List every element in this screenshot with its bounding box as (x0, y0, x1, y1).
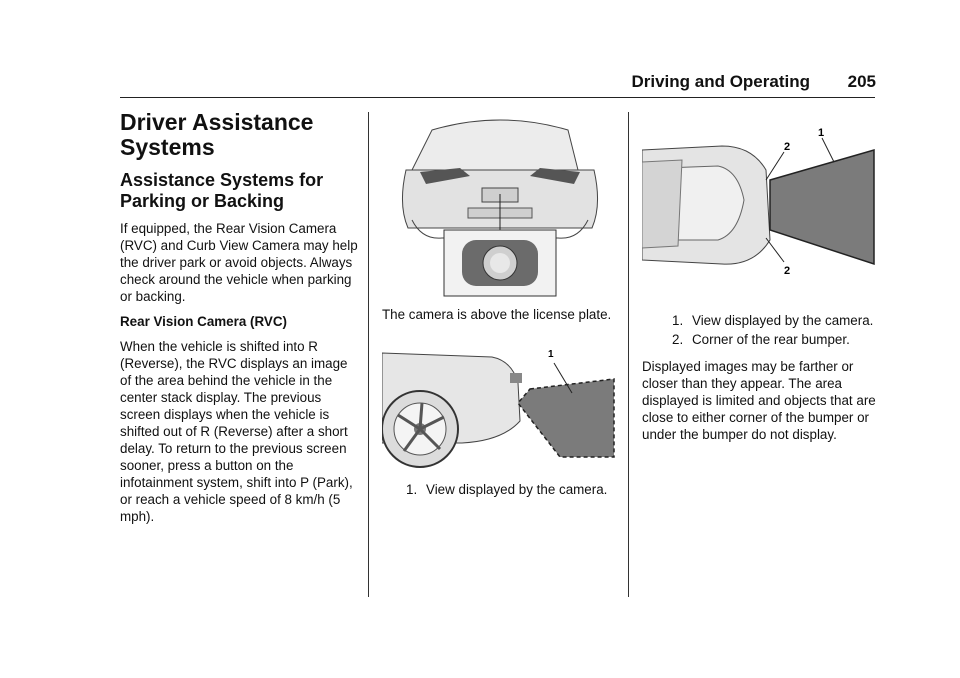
caption-text: Corner of the rear bumper. (692, 332, 850, 347)
callout-1: 1 (818, 127, 824, 139)
page-number: 205 (847, 72, 876, 91)
callout-1: 1 (548, 349, 554, 360)
rear-camera-illustration (402, 119, 598, 297)
column-divider-1 (368, 112, 369, 597)
section-title: Driving and Operating (631, 72, 810, 91)
column-3: 1 2 2 1. View displayed by the camera. 2… (642, 110, 876, 451)
camera-view-area (517, 378, 615, 458)
camera-closeup-inset (443, 229, 557, 297)
side-view-illustration: 1 (382, 349, 615, 468)
callout-2-bottom-leader (765, 237, 785, 263)
column-1: Driver Assistance Systems Assistance Sys… (120, 110, 358, 533)
callout-1-leader (553, 362, 573, 394)
car-top-view (642, 145, 771, 265)
callout-2-bottom: 2 (784, 265, 790, 277)
intro-paragraph: If equipped, the Rear Vision Camera (RVC… (120, 221, 358, 304)
column-2: The camera is above the license plate. 1… (382, 110, 618, 500)
caption-item: 2. Corner of the rear bumper. (672, 331, 876, 348)
top-view-captions: 1. View displayed by the camera. 2. Corn… (642, 312, 876, 348)
caption-text: View displayed by the camera. (426, 482, 608, 497)
side-view-captions: 1. View displayed by the camera. (382, 481, 618, 498)
callout-1-leader (821, 137, 835, 163)
top-view-illustration: 1 2 2 (642, 127, 875, 277)
camera-location-caption: The camera is above the license plate. (382, 307, 612, 322)
caption-item: 1. View displayed by the camera. (672, 312, 876, 329)
display-limit-paragraph: Displayed images may be farther or close… (642, 359, 876, 442)
caption-number: 2. (672, 332, 684, 347)
page-title: Driver Assistance Systems (120, 109, 314, 160)
rvc-paragraph: When the vehicle is shifted into R (Reve… (120, 339, 353, 524)
page-header: Driving and Operating 205 (0, 72, 960, 98)
caption-item: 1. View displayed by the camera. (406, 481, 618, 498)
caption-number: 1. (406, 482, 418, 497)
caption-number: 1. (672, 313, 684, 328)
header-rule (120, 97, 875, 98)
caption-text: View displayed by the camera. (692, 313, 874, 328)
callout-2-top-leader (765, 151, 785, 181)
camera-view-area (769, 149, 875, 266)
column-divider-2 (628, 112, 629, 597)
rvc-heading: Rear Vision Camera (RVC) (120, 314, 287, 329)
section-subtitle: Assistance Systems for Parking or Backin… (120, 170, 324, 211)
car-side-view (382, 352, 522, 468)
callout-2-top: 2 (784, 141, 790, 153)
